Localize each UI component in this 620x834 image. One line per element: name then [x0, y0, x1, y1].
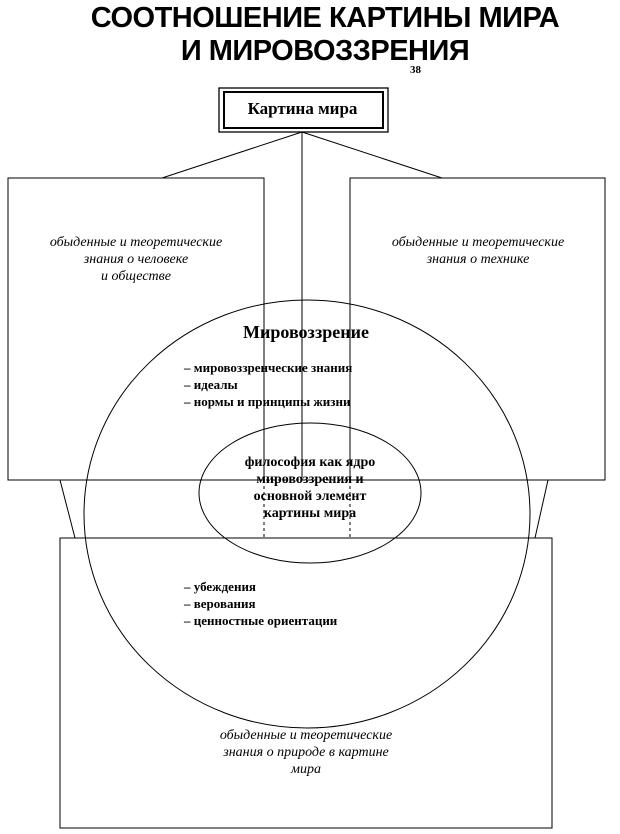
core-line-2: мировоззрения и — [256, 472, 364, 487]
worldview-lower-list: – убеждения – верования – ценностные ори… — [184, 578, 337, 629]
worldview-ellipse — [83, 299, 531, 729]
core-ellipse — [198, 422, 422, 564]
top-box-inner-frame — [223, 91, 384, 129]
list-item: – нормы и принципы жизни — [184, 394, 351, 409]
core-line-4: картины мира — [263, 506, 357, 521]
page-title-line-2: И МИРОВОЗЗРЕНИЯ — [180, 35, 470, 67]
right-box-line-2: знания о технике — [426, 252, 530, 267]
core-line-3: основной элемент — [253, 489, 367, 504]
bottom-box-text: обыденные и теоретические знания о приро… — [180, 727, 432, 778]
bottom-box-line-3: мира — [291, 762, 321, 777]
connector-left — [161, 131, 303, 179]
left-box-text: обыденные и теоретические знания о челов… — [20, 234, 252, 285]
connector-right-bottom — [534, 479, 549, 539]
right-box-line-1: обыденные и теоретические — [391, 235, 565, 250]
core-text: философия как ядро мировоззрения и основ… — [220, 454, 400, 522]
connector-left-bottom — [59, 479, 76, 539]
bottom-box-line-2: знания о природе в картине — [223, 745, 389, 760]
list-item: – ценностные ориентации — [184, 613, 338, 628]
page-number: 38 — [410, 64, 421, 76]
core-line-1: философия как ядро — [244, 455, 376, 470]
left-box-line-1: обыденные и теоретические — [49, 235, 223, 250]
connector-right — [301, 131, 443, 179]
list-item: – идеалы — [184, 377, 238, 392]
bottom-box-line-1: обыденные и теоретические — [219, 728, 393, 743]
worldview-upper-list: – мировоззренческие знания – идеалы – но… — [184, 359, 352, 410]
list-item: – убеждения — [184, 579, 256, 594]
worldview-heading: Мировоззрение — [243, 322, 369, 342]
list-item: – верования — [184, 596, 256, 611]
right-box-text: обыденные и теоретические знания о техни… — [362, 234, 594, 268]
list-item: – мировоззренческие знания — [184, 360, 353, 375]
top-box-label: Картина мира — [247, 99, 358, 118]
left-box-line-2: знания о человеке — [83, 252, 189, 267]
page-title-line-1: СООТНОШЕНИЕ КАРТИНЫ МИРА — [90, 2, 560, 34]
left-box-line-3: и обществе — [101, 269, 171, 284]
